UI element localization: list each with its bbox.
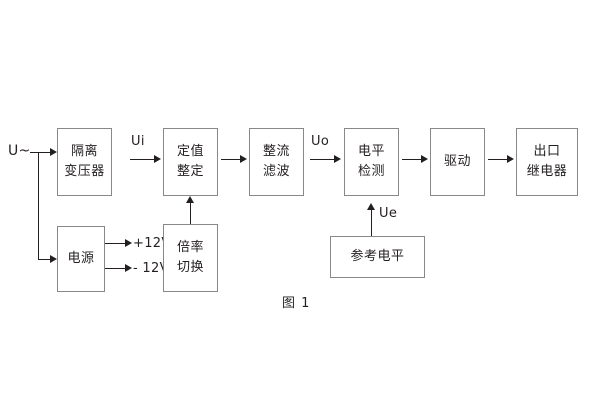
multiplier-to-setting-line	[190, 203, 191, 224]
ui-connector-arrow	[154, 155, 161, 163]
block-level-detect-line2: 检测	[357, 164, 385, 179]
block-output-relay-line2: 继电器	[526, 164, 568, 179]
isolation-transformer-input-arrow	[50, 148, 57, 156]
block-isolation-transformer: 隔离 变压器	[57, 128, 112, 196]
power-supply-input-arrow	[50, 255, 57, 263]
block-output-relay: 出口 继电器	[516, 128, 578, 196]
block-level-detect-line1: 电平	[357, 143, 385, 159]
signal-label-uo: Uo	[311, 134, 330, 149]
signal-label-ui: Ui	[131, 134, 145, 149]
block-multiplier-switch-line1: 倍率	[176, 239, 204, 255]
uo-connector-arrow	[334, 155, 341, 163]
block-isolation-transformer-line1: 隔离	[70, 143, 98, 159]
block-setting-adjust-line2: 整定	[176, 164, 204, 179]
minus12v-arrow	[125, 264, 132, 272]
block-rectify-filter: 整流 滤波	[249, 128, 304, 196]
block-power-supply-line1: 电源	[67, 250, 95, 266]
signal-label-plus-12v: +12V	[133, 236, 171, 251]
block-setting-adjust-line1: 定值	[176, 143, 204, 159]
setting-to-rectify-arrow	[240, 155, 247, 163]
signal-label-minus-12v: - 12V	[133, 261, 169, 276]
drive-to-relay-arrow	[507, 155, 514, 163]
ue-connector-line	[371, 210, 372, 236]
input-branch-vertical-line	[38, 152, 39, 259]
multiplier-to-setting-arrow	[186, 196, 194, 203]
ui-connector-line	[130, 159, 154, 160]
plus12v-line	[105, 243, 125, 244]
block-level-detect: 电平 检测	[344, 128, 399, 196]
minus12v-line	[105, 268, 125, 269]
plus12v-arrow	[125, 239, 132, 247]
block-drive-line1: 驱动	[443, 153, 471, 169]
level-to-drive-line	[402, 159, 421, 160]
level-to-drive-arrow	[421, 155, 428, 163]
block-power-supply: 电源	[57, 226, 105, 292]
isolation-transformer-input-line	[38, 152, 50, 153]
setting-to-rectify-line	[221, 159, 240, 160]
signal-label-ue: Ue	[379, 206, 398, 221]
block-drive: 驱动	[430, 128, 485, 196]
block-setting-adjust: 定值 整定	[163, 128, 218, 196]
block-multiplier-switch-line2: 切换	[176, 260, 204, 275]
block-reference-level-line1: 参考电平	[350, 248, 405, 264]
drive-to-relay-line	[488, 159, 507, 160]
block-rectify-filter-line1: 整流	[262, 143, 290, 159]
figure-caption: 图 1	[282, 296, 311, 311]
block-rectify-filter-line2: 滤波	[262, 164, 290, 179]
block-output-relay-line1: 出口	[533, 143, 561, 159]
input-line-segment	[30, 152, 38, 153]
block-multiplier-switch: 倍率 切换	[163, 224, 218, 292]
block-reference-level: 参考电平	[330, 236, 425, 278]
block-isolation-transformer-line2: 变压器	[64, 164, 105, 179]
uo-connector-line	[310, 159, 334, 160]
power-supply-input-line	[38, 259, 50, 260]
input-source-label: U~	[8, 143, 31, 159]
ue-connector-arrow	[367, 203, 375, 210]
